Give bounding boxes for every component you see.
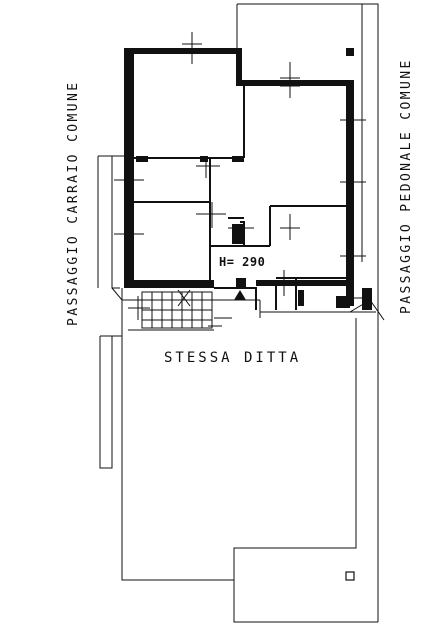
label-same-owner: STESSA DITTA (164, 350, 301, 366)
property-boundary (97, 3, 379, 623)
staircase (141, 289, 213, 329)
exterior-walls (124, 48, 372, 310)
marker-square-icon (345, 571, 355, 581)
label-shared-driveway: PASSAGGIO CARRAIO COMUNE (66, 81, 81, 326)
interior-walls (134, 86, 346, 310)
window-marks (114, 32, 366, 327)
wall-stubs (136, 48, 354, 308)
entrance-arrow-icon (234, 290, 246, 300)
label-shared-footpath: PASSAGGIO PEDONALE COMUNE (399, 58, 414, 314)
label-height: H= 290 (219, 255, 265, 269)
terrace-outline (121, 288, 385, 331)
